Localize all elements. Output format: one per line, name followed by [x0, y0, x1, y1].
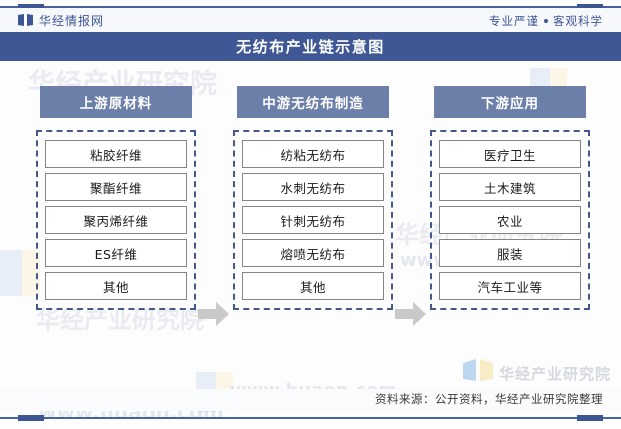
chain-column-midstream: 中游无纺布制造 纺粘无纺布 水刺无纺布 针刺无纺布 熔喷无纺布 其他 [233, 86, 393, 310]
list-item[interactable]: 聚酯纤维 [45, 173, 187, 201]
list-item[interactable]: 土木建筑 [439, 173, 581, 201]
list-item[interactable]: 纺粘无纺布 [242, 140, 384, 168]
list-item[interactable]: 针刺无纺布 [242, 206, 384, 234]
column-header-label: 上游原材料 [79, 96, 153, 112]
list-item[interactable]: ES纤维 [45, 239, 187, 267]
open-book-icon [18, 14, 33, 27]
bullet-dot-icon [544, 19, 548, 23]
column-header-midstream: 中游无纺布制造 [237, 86, 389, 118]
rule-cap-right [577, 4, 603, 10]
rule-cap-right [577, 415, 603, 421]
item-label: 其他 [102, 279, 129, 295]
item-label: 聚丙烯纤维 [83, 213, 149, 229]
corner-logo-watermark: 华经产业研究院 [462, 359, 611, 387]
arrow-right-icon [395, 301, 427, 327]
list-item[interactable]: 粘胶纤维 [45, 140, 187, 168]
list-item[interactable]: 水刺无纺布 [242, 173, 384, 201]
list-item[interactable]: 熔喷无纺布 [242, 239, 384, 267]
list-item[interactable]: 聚丙烯纤维 [45, 206, 187, 234]
slogan-left: 专业严谨 [489, 14, 539, 28]
slogan-right: 客观科学 [553, 14, 603, 28]
chain-column-downstream: 下游应用 医疗卫生 土木建筑 农业 服装 汽车工业等 [430, 86, 590, 310]
source-note: 资料来源：公开资料，华经产业研究院整理 [375, 392, 603, 406]
page-title: 无纺布产业链示意图 [236, 38, 385, 56]
item-label: 其他 [299, 279, 326, 295]
chain-column-upstream: 上游原材料 粘胶纤维 聚酯纤维 聚丙烯纤维 ES纤维 其他 [36, 86, 196, 310]
rule-cap-left [18, 415, 44, 421]
list-item[interactable]: 服装 [439, 239, 581, 267]
open-book-icon [462, 359, 493, 387]
item-label: 纺粘无纺布 [280, 147, 346, 163]
column-group-upstream: 粘胶纤维 聚酯纤维 聚丙烯纤维 ES纤维 其他 [36, 130, 196, 310]
column-group-downstream: 医疗卫生 土木建筑 农业 服装 汽车工业等 [430, 130, 590, 310]
corner-logo-text: 华经产业研究院 [498, 364, 611, 383]
brand: 华经情报网 [18, 12, 104, 29]
industry-chain: 上游原材料 粘胶纤维 聚酯纤维 聚丙烯纤维 ES纤维 其他 中游无纺布制造 纺粘… [0, 61, 621, 391]
item-label: ES纤维 [94, 246, 138, 262]
title-band: 无纺布产业链示意图 [0, 32, 621, 61]
bottom-rule [0, 415, 621, 421]
item-label: 熔喷无纺布 [280, 246, 346, 262]
column-header-upstream: 上游原材料 [40, 86, 192, 118]
list-item[interactable]: 医疗卫生 [439, 140, 581, 168]
column-group-midstream: 纺粘无纺布 水刺无纺布 针刺无纺布 熔喷无纺布 其他 [233, 130, 393, 310]
item-label: 土木建筑 [483, 180, 536, 196]
list-item[interactable]: 汽车工业等 [439, 272, 581, 300]
item-label: 聚酯纤维 [89, 180, 142, 196]
brand-name: 华经情报网 [39, 14, 105, 28]
top-bar [0, 8, 621, 32]
arrow-right-icon [198, 301, 230, 327]
item-label: 水刺无纺布 [280, 180, 346, 196]
footer-band [0, 389, 621, 411]
item-label: 汽车工业等 [477, 279, 543, 295]
item-label: 粘胶纤维 [89, 147, 142, 163]
item-label: 医疗卫生 [483, 147, 536, 163]
column-header-label: 中游无纺布制造 [262, 96, 364, 112]
column-header-label: 下游应用 [481, 96, 539, 112]
item-label: 针刺无纺布 [280, 213, 346, 229]
list-item[interactable]: 其他 [45, 272, 187, 300]
rule-cap-left [18, 4, 44, 10]
item-label: 农业 [496, 213, 523, 229]
top-rule [0, 4, 621, 10]
item-label: 服装 [496, 246, 523, 262]
slogan: 专业严谨 客观科学 [489, 13, 603, 29]
list-item[interactable]: 农业 [439, 206, 581, 234]
list-item[interactable]: 其他 [242, 272, 384, 300]
column-header-downstream: 下游应用 [434, 86, 586, 118]
